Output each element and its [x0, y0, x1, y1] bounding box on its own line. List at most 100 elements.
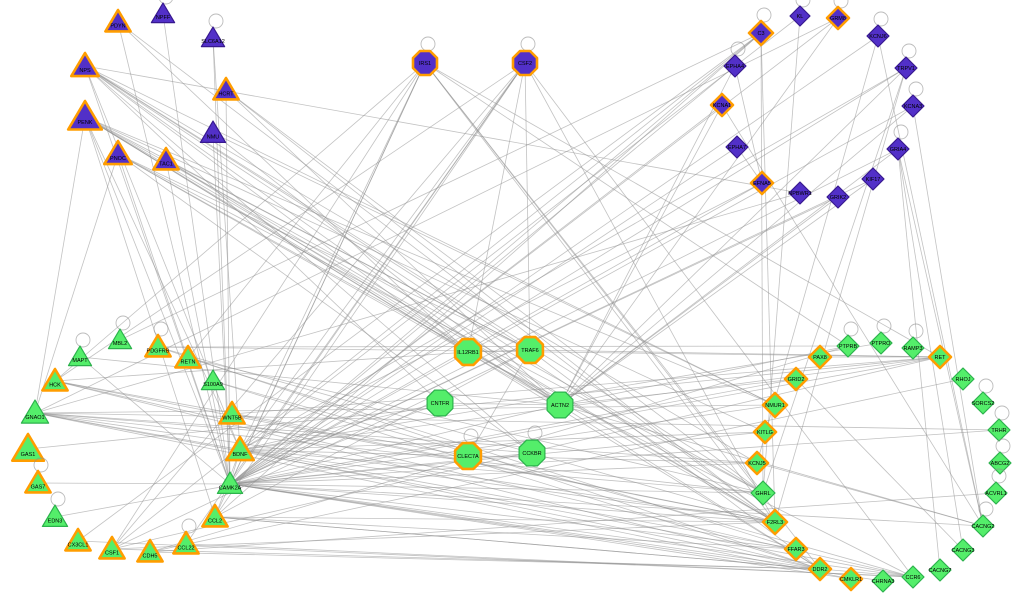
- self-loop-edge[interactable]: [978, 378, 994, 394]
- edge-CAMK2A-CCR6[interactable]: [229, 483, 914, 578]
- self-loop-edge[interactable]: [50, 491, 66, 507]
- node-GNAO1[interactable]: GNAO1: [20, 399, 50, 424]
- self-loop-edge[interactable]: [908, 323, 924, 339]
- edge-PNOC-CAMK2A[interactable]: [117, 153, 231, 485]
- edge-CSF1-F2RL3[interactable]: [111, 521, 776, 550]
- node-NPS[interactable]: NPS: [70, 51, 100, 78]
- edge-CCL2-DDR2[interactable]: [214, 516, 821, 570]
- node-RHOJ[interactable]: RHOJ: [951, 367, 975, 391]
- edge-GNAO1-KCNJ5[interactable]: [34, 412, 758, 464]
- edge-PENK-DDR2[interactable]: [84, 116, 821, 570]
- edge-NPS-GHRL[interactable]: [84, 65, 764, 494]
- edge-CAMK2A-FFAR3[interactable]: [229, 483, 797, 550]
- self-loop-edge[interactable]: [520, 36, 536, 52]
- edge-GAS1-RET[interactable]: [27, 356, 941, 450]
- edge-IRS1-DDR2[interactable]: [424, 62, 821, 570]
- edge-GNAO1-TRHR[interactable]: [34, 412, 1000, 431]
- node-PAX8[interactable]: PAX8: [807, 344, 833, 370]
- node-PENK[interactable]: PENK: [66, 99, 104, 131]
- edge-C3-CX3CL1[interactable]: [77, 32, 762, 542]
- edge-PDYN-IL12RB1[interactable]: [117, 21, 469, 353]
- edge-ACTN2-CACNG2[interactable]: [559, 404, 984, 527]
- edge-EFNA5-CAMK2A[interactable]: [229, 182, 763, 485]
- node-WNT5B[interactable]: WNT5B: [218, 400, 246, 425]
- node-CHRNA3[interactable]: CHRNA3: [871, 569, 895, 593]
- node-NPFF[interactable]: NPFF: [150, 0, 176, 24]
- edge-TRPV1-F2RL3[interactable]: [774, 67, 907, 523]
- node-MAPT[interactable]: MAPT: [67, 332, 93, 367]
- edge-BDNF-KITLG[interactable]: [239, 431, 766, 451]
- edge-CNTFR-CAMK2A[interactable]: [229, 402, 441, 485]
- edge-KCNA1-ACTN2[interactable]: [559, 104, 723, 406]
- node-RAMP3[interactable]: RAMP3: [901, 323, 925, 360]
- node-CCR6[interactable]: CCR6: [901, 565, 925, 589]
- node-RET[interactable]: RET: [927, 344, 953, 370]
- self-loop-edge[interactable]: [181, 518, 197, 534]
- self-loop-edge[interactable]: [978, 501, 994, 517]
- edge-CAMK2A-GHRL[interactable]: [229, 483, 764, 494]
- edge-NPS-KCNJ5[interactable]: [84, 65, 758, 464]
- edge-CAMK2A-CACNG2[interactable]: [229, 483, 984, 527]
- self-loop-edge[interactable]: [159, 0, 173, 5]
- node-HCRT[interactable]: HCRT: [212, 76, 240, 101]
- node-GAS1[interactable]: GAS1: [11, 432, 46, 463]
- edge-GRIA4-CACNG2[interactable]: [897, 148, 984, 527]
- edge-GNAO1-CCR6[interactable]: [34, 412, 914, 578]
- edge-C3-CCL2[interactable]: [214, 32, 762, 518]
- self-loop-edge[interactable]: [843, 321, 859, 337]
- edge-PENK-BDNF[interactable]: [84, 116, 241, 451]
- edge-GRIA4-CAMK2A[interactable]: [229, 148, 899, 485]
- edge-GRIA4-CACNG3[interactable]: [897, 148, 964, 551]
- edge-ACTN2-DDR2[interactable]: [559, 404, 821, 570]
- edge-PENK-F2RL3[interactable]: [84, 116, 776, 523]
- edge-HCRT-F2RL3[interactable]: [225, 89, 776, 523]
- edge-NPS-NMUR1[interactable]: [84, 65, 776, 406]
- edge-PDYN-CAMK2A[interactable]: [117, 21, 231, 485]
- self-loop-edge[interactable]: [527, 425, 543, 441]
- edge-C3-CAMK2A[interactable]: [229, 32, 762, 485]
- self-loop-edge[interactable]: [153, 321, 169, 337]
- self-loop-edge[interactable]: [908, 81, 924, 97]
- edge-CAMK2A-KCNJ5[interactable]: [229, 462, 758, 485]
- self-loop-edge[interactable]: [730, 41, 746, 57]
- edge-IRS1-BDNF[interactable]: [239, 62, 426, 451]
- node-TRPV1[interactable]: TRPV1: [894, 43, 918, 80]
- edge-EPHA4-EFNA5[interactable]: [734, 65, 763, 184]
- edge-CSF2-CCR6[interactable]: [524, 62, 914, 578]
- edge-TRPV1-ACTN2[interactable]: [559, 67, 907, 406]
- edge-CSF2-HCK[interactable]: [54, 62, 526, 382]
- node-SLC6A12[interactable]: SLC6A12: [200, 13, 226, 48]
- edge-EFNA5-BDNF[interactable]: [239, 182, 763, 451]
- edge-KCNJ6-CACNG2[interactable]: [877, 35, 984, 527]
- edge-CCL22-CCR6[interactable]: [185, 543, 914, 578]
- self-loop-edge[interactable]: [75, 332, 91, 348]
- node-KCNA3[interactable]: KCNA3: [901, 81, 925, 118]
- edge-IL12RB1-CCR6[interactable]: [467, 351, 914, 578]
- edge-TRAF6-CCL2[interactable]: [214, 349, 531, 518]
- edge-SLC6A12-BDNF[interactable]: [212, 37, 241, 451]
- edge-CNTFR-ACTN2[interactable]: [439, 402, 561, 406]
- edge-RETN-FFAR3[interactable]: [187, 357, 797, 550]
- edge-CDH5-PTPRB[interactable]: [149, 345, 849, 553]
- node-IL12RB1[interactable]: IL12RB1: [453, 337, 483, 367]
- node-IRS1[interactable]: IRS1: [411, 36, 439, 77]
- edge-CSF2-F2RL3[interactable]: [524, 62, 776, 523]
- edge-NPS-CAMK2A[interactable]: [84, 65, 231, 485]
- node-NMUR1[interactable]: NMUR1: [761, 391, 789, 419]
- edge-HCK-IL12RB1[interactable]: [54, 351, 469, 382]
- self-loop-edge[interactable]: [208, 13, 224, 29]
- node-EDN3[interactable]: EDN3: [41, 491, 69, 528]
- edge-KIF17-CAMK2A[interactable]: [229, 178, 874, 485]
- edge-GNAO1-F2RL3[interactable]: [34, 412, 776, 523]
- node-TRAF6[interactable]: TRAF6: [515, 335, 545, 365]
- node-CCL22[interactable]: CCL22: [172, 518, 200, 555]
- edge-PNOC-GNAO1[interactable]: [34, 153, 119, 414]
- node-PNOC[interactable]: PNOC: [103, 139, 133, 166]
- edge-HCRT-GHRL[interactable]: [225, 89, 764, 494]
- self-loop-edge[interactable]: [756, 7, 772, 23]
- edge-CSF2-IL12RB1[interactable]: [467, 62, 526, 353]
- edge-HCK-DDR2[interactable]: [54, 380, 821, 570]
- edge-KL-GHRL[interactable]: [762, 15, 801, 494]
- node-CSF1[interactable]: CSF1: [98, 535, 126, 560]
